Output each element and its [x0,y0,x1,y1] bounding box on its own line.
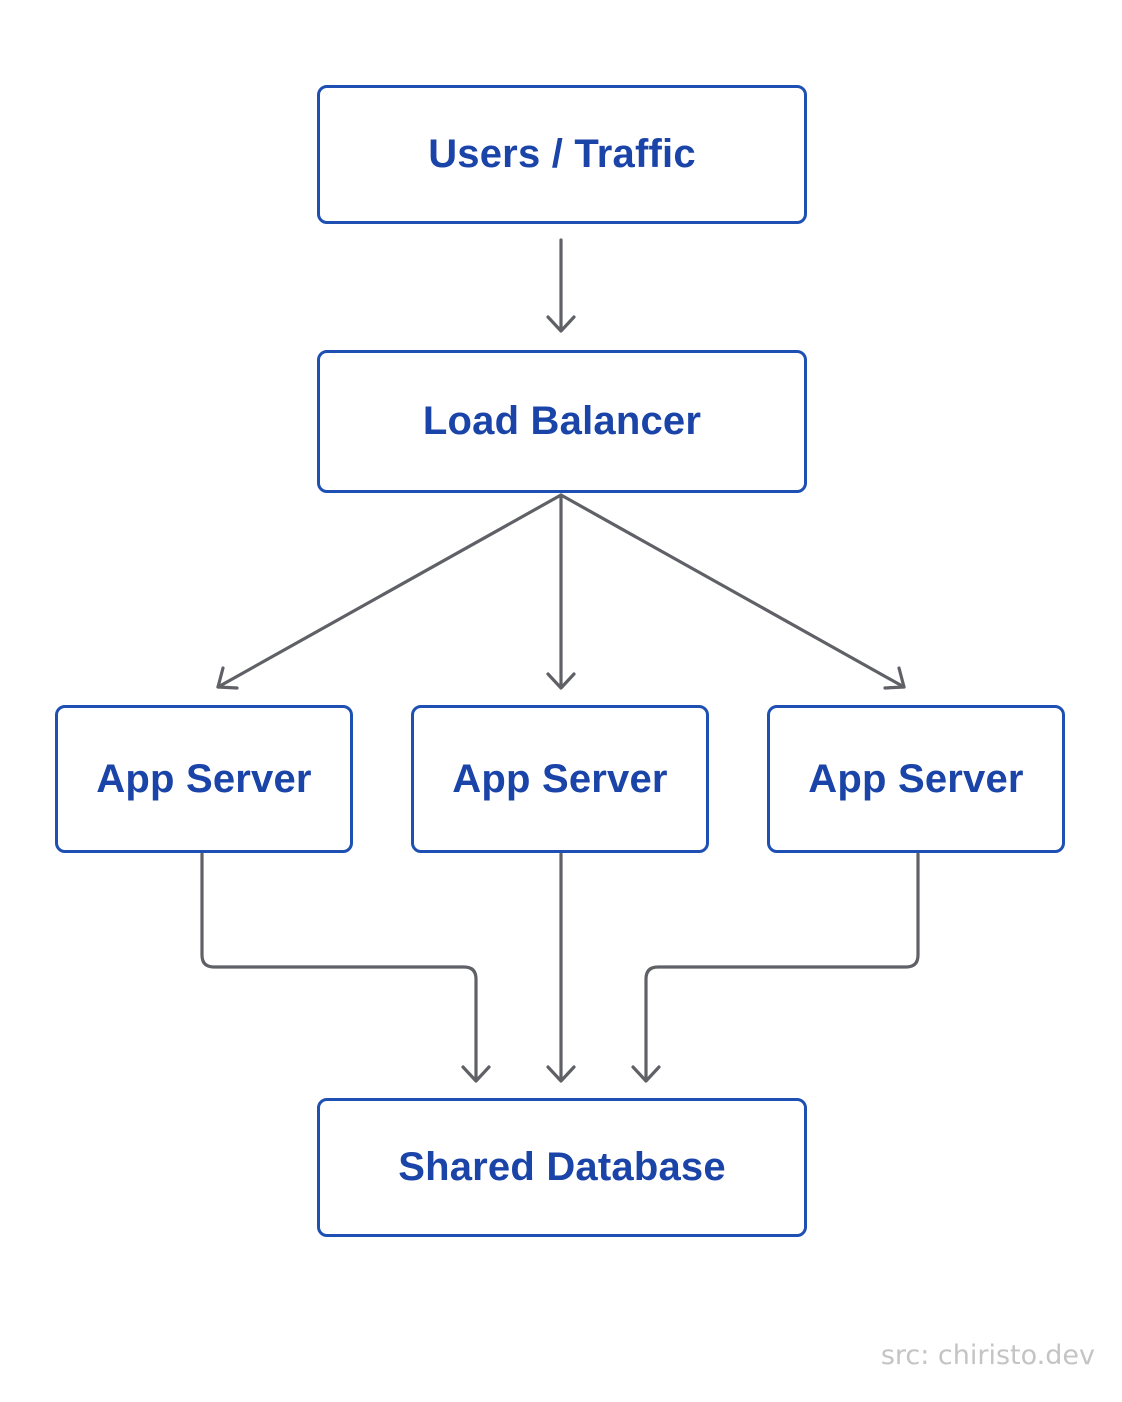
load-balancer-node: Load Balancer [317,350,807,493]
shared-database-label: Shared Database [398,1145,726,1189]
app-server-label-1: App Server [96,756,312,801]
source-credit: src: chiristo.dev [880,1340,1095,1371]
users-traffic-node: Users / Traffic [317,85,807,224]
connector-users-to-load-balancer [546,238,576,333]
users-traffic-label: Users / Traffic [428,132,696,176]
app-server-node-3: App Server [767,705,1065,853]
connector-load-balancer-to-app-server-3 [559,493,906,690]
load-balancer-label: Load Balancer [422,399,702,443]
connector-app-server-2-to-database [546,852,576,1083]
app-server-node-2: App Server [411,705,709,853]
connector-load-balancer-to-app-server-2 [546,493,576,690]
app-server-label-2: App Server [452,756,668,801]
connector-app-server-3-to-database [631,852,920,1083]
app-server-node-1: App Server [55,705,353,853]
connector-app-server-1-to-database [200,852,491,1083]
shared-database-node: Shared Database [317,1098,807,1237]
connector-load-balancer-to-app-server-1 [216,493,563,690]
app-server-label-3: App Server [808,756,1024,801]
